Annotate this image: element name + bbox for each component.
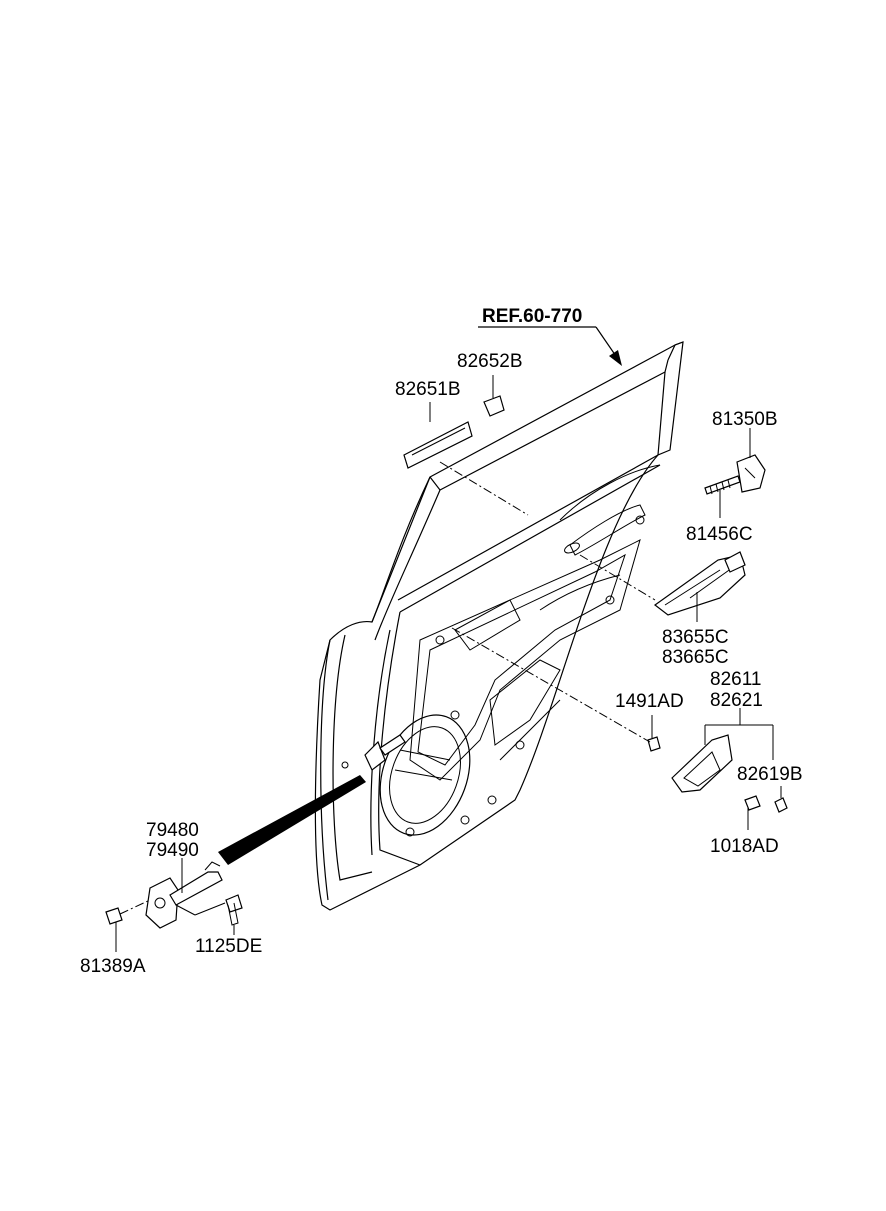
inside-handle-part: [451, 627, 788, 830]
reference-label: REF.60-770: [482, 306, 582, 327]
label-83655C: 83655C: [662, 627, 729, 648]
outer-handle-cover-part: [403, 375, 529, 516]
label-1018AD: 1018AD: [710, 836, 779, 857]
label-82611: 82611: [710, 669, 761, 690]
rear-door-panel: [314, 341, 684, 911]
label-81350B: 81350B: [712, 409, 778, 430]
label-81389A: 81389A: [80, 956, 146, 977]
label-79480: 79480: [146, 820, 199, 841]
outside-handle-part: [579, 551, 746, 622]
label-83665C: 83665C: [662, 647, 729, 668]
reference-callout: REF.60-770: [478, 306, 622, 366]
label-82621: 82621: [710, 690, 763, 711]
label-1125DE: 1125DE: [195, 936, 262, 957]
label-82651B: 82651B: [395, 379, 461, 400]
label-81456C: 81456C: [686, 524, 753, 545]
door-checker-part: [105, 775, 366, 952]
label-82619B: 82619B: [737, 764, 803, 785]
label-79490: 79490: [146, 840, 199, 861]
door-striker-part: [704, 428, 766, 518]
label-82652B: 82652B: [457, 351, 523, 372]
label-1491AD: 1491AD: [615, 691, 684, 712]
